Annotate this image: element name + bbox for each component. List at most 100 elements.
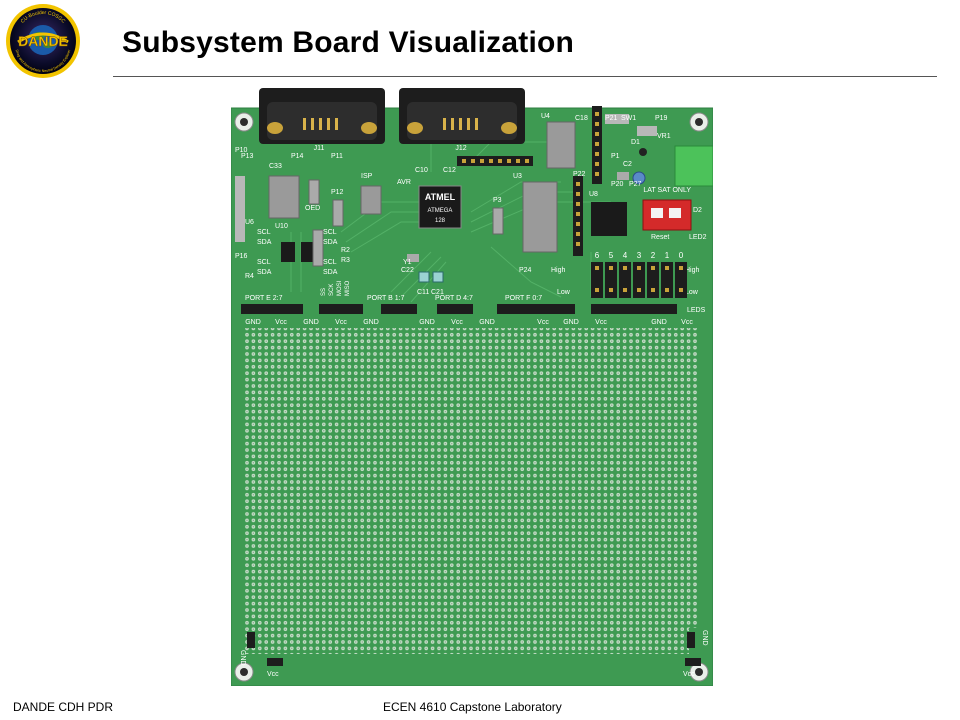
svg-text:C10: C10 — [415, 167, 428, 174]
footer-left: DANDE CDH PDR — [13, 700, 114, 714]
ic-u8 — [591, 202, 627, 236]
svg-text:C22: C22 — [401, 267, 414, 274]
ic-u6 — [281, 242, 295, 262]
svg-text:PORT F 0:7: PORT F 0:7 — [505, 295, 542, 302]
port-labels: PORT E 2:7 PORT B 1:7 PORT D 4:7 PORT F … — [245, 295, 542, 302]
svg-text:4: 4 — [623, 251, 628, 260]
svg-text:D1: D1 — [631, 139, 640, 146]
svg-text:Vcc: Vcc — [683, 671, 695, 678]
svg-text:C12: C12 — [443, 167, 456, 174]
footer-center: ECEN 4610 Capstone Laboratory — [383, 700, 562, 714]
label-high-right: High — [685, 267, 700, 274]
svg-text:GND: GND — [563, 319, 579, 326]
svg-text:GND: GND — [245, 319, 261, 326]
svg-text:Vcc: Vcc — [595, 319, 607, 326]
ic-u4 — [546, 121, 576, 169]
svg-text:GND: GND — [701, 630, 708, 646]
svg-text:SDA: SDA — [257, 239, 272, 246]
part-d1 — [639, 148, 647, 156]
label-low-right: Low — [685, 289, 699, 296]
corner-labels: GND Vcc GND Vcc — [239, 630, 708, 678]
db9-connector-j11: J11 — [259, 88, 385, 152]
slide-title: Subsystem Board Visualization — [122, 26, 575, 59]
spi-labels: SS SCK MOSI MISO — [321, 280, 351, 296]
part-c11 — [407, 254, 419, 262]
svg-text:GND: GND — [651, 319, 667, 326]
part-p12 — [332, 199, 344, 227]
part-vr1 — [637, 126, 657, 136]
svg-text:SCL: SCL — [257, 229, 271, 236]
svg-text:SCK: SCK — [329, 284, 335, 296]
svg-text:Vcc: Vcc — [335, 319, 347, 326]
chip-number: 128 — [435, 218, 446, 224]
board-visualization: J11 J12 ATMEL ATMEGA 128 — [231, 82, 713, 686]
svg-text:U8: U8 — [589, 191, 598, 198]
proto-hole-grid-bottom — [245, 628, 689, 654]
ic-u10 — [268, 175, 300, 219]
svg-text:C21: C21 — [431, 289, 444, 296]
svg-text:P10: P10 — [235, 147, 248, 154]
part-oed — [308, 179, 320, 205]
svg-text:P22: P22 — [573, 171, 586, 178]
part-c22 — [432, 271, 444, 283]
svg-text:C2: C2 — [623, 161, 632, 168]
ic-isp — [360, 185, 382, 215]
svg-text:OED: OED — [305, 205, 320, 212]
svg-text:Vcc: Vcc — [537, 319, 549, 326]
svg-text:SCL: SCL — [257, 259, 271, 266]
svg-text:P12: P12 — [331, 189, 344, 196]
svg-text:Vcc: Vcc — [267, 671, 279, 678]
svg-text:VR1: VR1 — [657, 133, 671, 140]
label-led2: LED2 — [689, 234, 707, 241]
svg-text:P27: P27 — [629, 181, 642, 188]
title-divider — [113, 76, 937, 77]
svg-text:GND: GND — [239, 650, 246, 666]
corner-power-headers — [247, 632, 701, 666]
svg-text:0: 0 — [679, 251, 684, 260]
part-c21 — [418, 271, 430, 283]
svg-text:SCL: SCL — [323, 259, 337, 266]
svg-text:R3: R3 — [341, 257, 350, 264]
atmega-chip — [418, 185, 462, 229]
ic-u3 — [522, 181, 558, 253]
proto-hole-grid — [245, 328, 697, 628]
svg-text:5: 5 — [609, 251, 614, 260]
svg-text:ISP: ISP — [361, 173, 373, 180]
dande-logo: DANDE CU-Boulder COSGC Drag and Atmosphe… — [6, 4, 80, 78]
db9-connector-j12: J12 — [399, 88, 525, 152]
svg-text:P3: P3 — [493, 197, 502, 204]
mounting-holes — [234, 112, 709, 682]
svg-text:R2: R2 — [341, 247, 350, 254]
svg-text:C33: C33 — [269, 163, 282, 170]
label-j12: J12 — [455, 145, 466, 152]
svg-text:AVR: AVR — [397, 179, 411, 186]
label-reset: Reset — [651, 234, 669, 241]
label-low-left: Low — [557, 289, 571, 296]
part-c-stack — [235, 176, 245, 242]
part-p3 — [492, 207, 504, 235]
svg-text:P24: P24 — [519, 267, 532, 274]
svg-text:SDA: SDA — [257, 269, 272, 276]
pin-header-p23 — [457, 156, 533, 166]
part-p27 — [632, 171, 646, 185]
svg-text:P20: P20 — [611, 181, 624, 188]
svg-text:U10: U10 — [275, 223, 288, 230]
label-lat-sat-only: LAT SAT ONLY — [643, 187, 691, 194]
svg-text:P11: P11 — [331, 153, 343, 160]
svg-text:PORT E 2:7: PORT E 2:7 — [245, 295, 283, 302]
svg-text:P19: P19 — [655, 115, 668, 122]
svg-text:Y1: Y1 — [403, 259, 412, 266]
svg-text:P21: P21 — [605, 115, 618, 122]
svg-text:P16: P16 — [235, 253, 248, 260]
svg-text:GND: GND — [419, 319, 435, 326]
svg-text:Vcc: Vcc — [451, 319, 463, 326]
silkscreen-refs: P13 P14 C33 P11 P12 ISP C10 AVR C12 U3 P… — [235, 113, 702, 296]
svg-text:D2: D2 — [693, 207, 702, 214]
svg-text:SDA: SDA — [323, 269, 338, 276]
svg-text:C18: C18 — [575, 115, 588, 122]
svg-text:3: 3 — [637, 251, 642, 260]
svg-text:2: 2 — [651, 251, 656, 260]
svg-text:GND: GND — [479, 319, 495, 326]
power-labels: GND Vcc GND Vcc GND GND Vcc GND Vcc GND … — [245, 319, 693, 326]
svg-text:GND: GND — [363, 319, 379, 326]
